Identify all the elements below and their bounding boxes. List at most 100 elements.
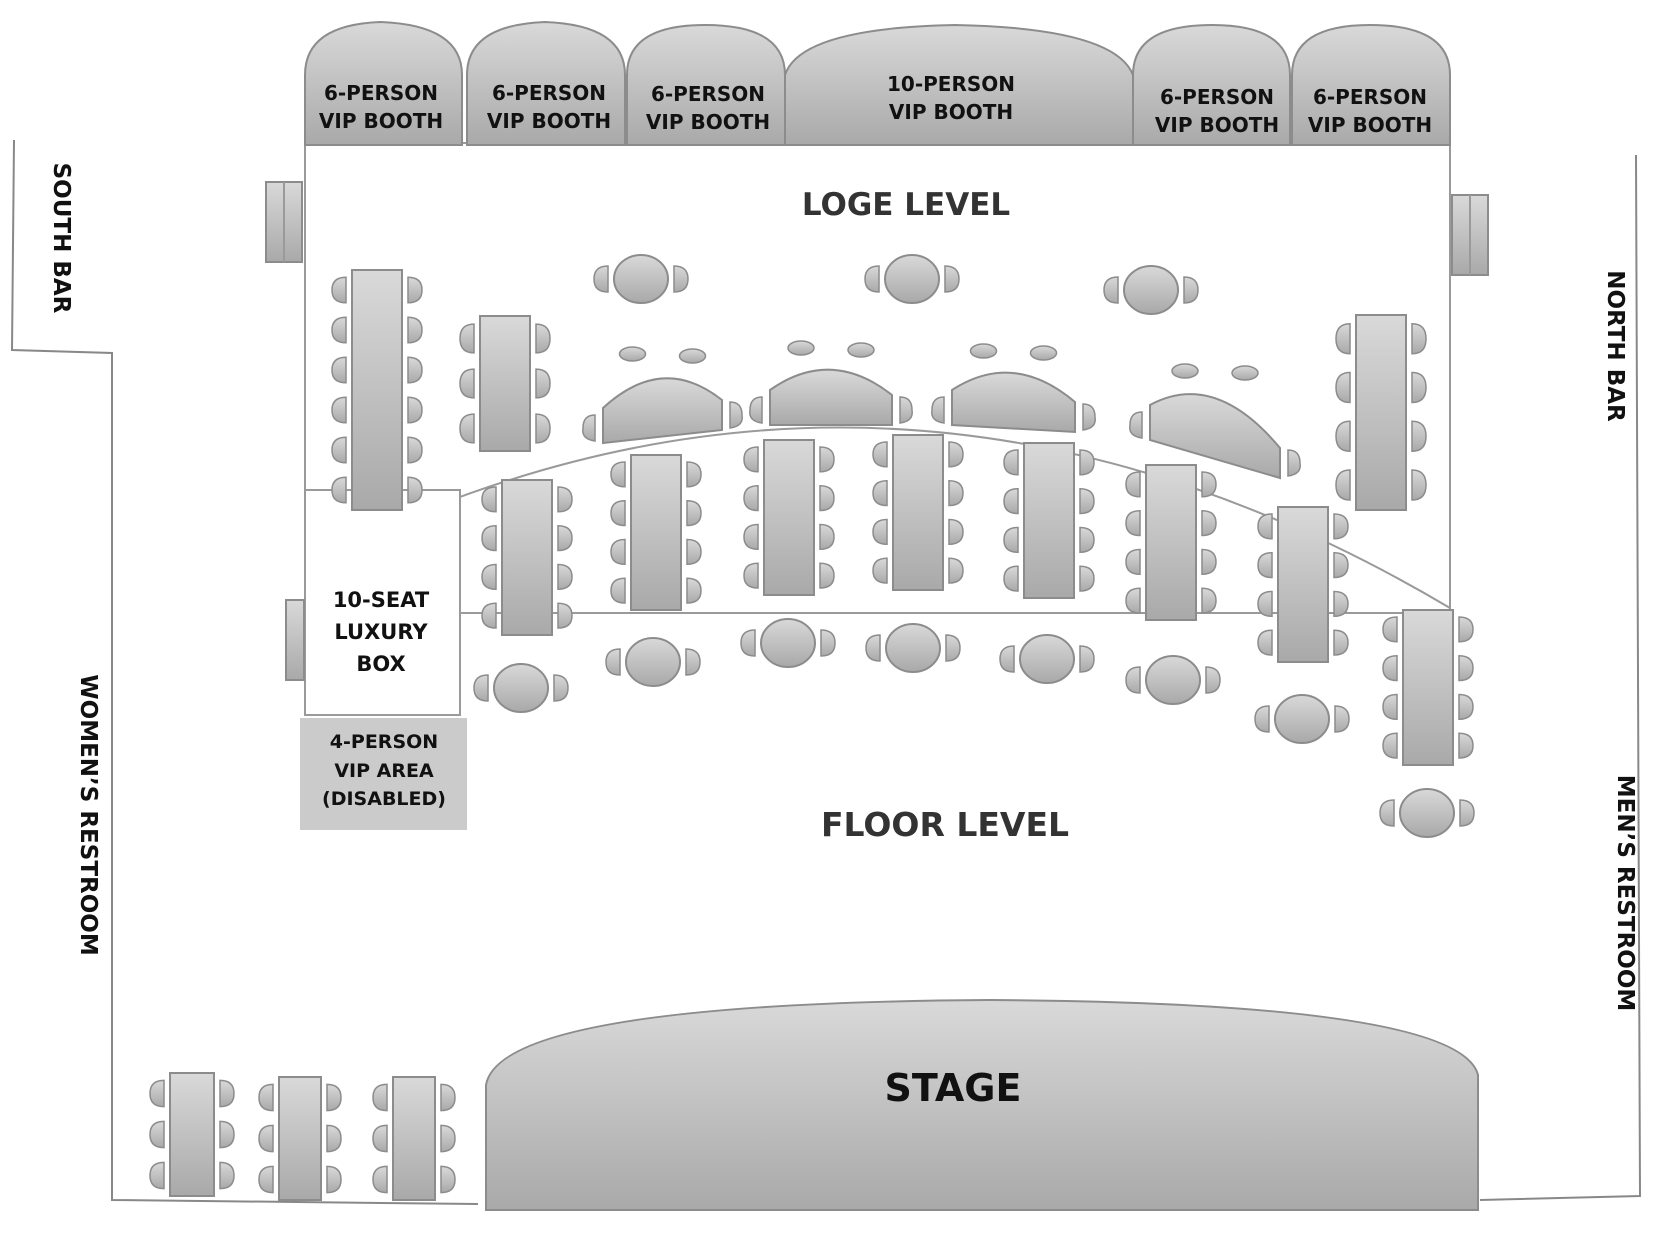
chair[interactable] [1411,469,1427,501]
chair[interactable] [440,1124,456,1153]
chair[interactable] [1183,276,1199,304]
table-3[interactable] [481,479,573,636]
chair[interactable] [258,1165,274,1194]
chair[interactable] [593,265,609,293]
chair[interactable] [219,1161,235,1190]
chair[interactable] [1125,471,1141,498]
chair[interactable] [1335,469,1351,501]
round-table-8[interactable] [999,634,1095,684]
vip-booth-3[interactable] [626,23,786,146]
chair[interactable] [535,368,551,399]
table-6[interactable] [872,434,964,591]
chair[interactable] [847,342,875,358]
vip-booth-4[interactable] [784,23,1134,146]
table-13[interactable] [258,1076,342,1201]
chair[interactable] [326,1124,342,1153]
chair[interactable] [1079,449,1095,476]
chair[interactable] [1333,551,1349,579]
chair[interactable] [459,368,475,399]
chair[interactable] [481,602,497,629]
curved-table-4[interactable] [1129,363,1301,480]
chair[interactable] [743,523,759,551]
chair[interactable] [819,523,835,551]
chair[interactable] [944,265,960,293]
chair[interactable] [535,323,551,354]
chair[interactable] [331,436,347,464]
table-4[interactable] [610,454,702,611]
chair[interactable] [1205,666,1221,694]
chair[interactable] [618,346,647,362]
chair[interactable] [219,1079,235,1108]
curved-table-1[interactable] [582,346,743,445]
chair[interactable] [557,524,573,552]
chair[interactable] [407,396,423,424]
chair[interactable] [678,348,707,364]
chair[interactable] [610,538,626,566]
round-table-7[interactable] [865,623,961,673]
chair[interactable] [610,499,626,527]
table-11[interactable] [1382,609,1474,766]
chair[interactable] [149,1079,165,1108]
chair[interactable] [1201,471,1217,498]
chair[interactable] [1103,276,1119,304]
chair[interactable] [440,1083,456,1112]
chair[interactable] [326,1083,342,1112]
table-5[interactable] [743,439,835,596]
curved-table-2[interactable] [749,340,913,426]
chair[interactable] [407,476,423,504]
chair[interactable] [1079,645,1095,673]
round-table-5[interactable] [605,637,701,687]
chair[interactable] [1257,629,1273,656]
chair[interactable] [1079,526,1095,554]
chair[interactable] [407,316,423,344]
table-9[interactable] [1257,506,1349,663]
vip-booth-6[interactable] [1291,23,1451,146]
chair[interactable] [459,413,475,444]
round-table-6[interactable] [740,618,836,668]
chair[interactable] [743,484,759,512]
chair[interactable] [1459,799,1475,827]
chair[interactable] [948,557,964,584]
chair[interactable] [481,486,497,513]
chair[interactable] [1411,371,1427,404]
chair[interactable] [749,396,763,424]
chair[interactable] [553,674,569,702]
chair[interactable] [372,1165,388,1194]
chair[interactable] [557,602,573,629]
chair[interactable] [1125,666,1141,694]
vip-booth-5[interactable] [1132,23,1291,146]
table-12[interactable] [149,1072,235,1197]
chair[interactable] [686,499,702,527]
chair[interactable] [899,396,913,424]
chair[interactable] [1201,548,1217,576]
chair[interactable] [872,557,888,584]
chair[interactable] [1335,323,1351,355]
chair[interactable] [1201,509,1217,537]
chair[interactable] [557,563,573,591]
chair[interactable] [481,524,497,552]
chair[interactable] [945,634,961,662]
table-10[interactable] [1335,314,1427,511]
chair[interactable] [1079,487,1095,515]
chair[interactable] [1003,526,1019,554]
chair[interactable] [557,486,573,513]
chair[interactable] [258,1124,274,1153]
chair[interactable] [819,446,835,473]
chair[interactable] [1458,616,1474,643]
chair[interactable] [1082,403,1096,431]
chair[interactable] [819,484,835,512]
round-table-9[interactable] [1125,655,1221,705]
table-8[interactable] [1125,464,1217,621]
chair[interactable] [372,1083,388,1112]
chair[interactable] [1257,513,1273,540]
chair[interactable] [1201,587,1217,614]
chair[interactable] [1029,345,1058,361]
chair[interactable] [819,562,835,589]
chair[interactable] [969,343,998,359]
table-14[interactable] [372,1076,456,1201]
vip-area-disabled[interactable] [300,718,467,830]
chair[interactable] [605,648,621,676]
chair[interactable] [372,1124,388,1153]
vip-booth-1[interactable] [304,20,463,146]
chair[interactable] [1382,654,1398,682]
